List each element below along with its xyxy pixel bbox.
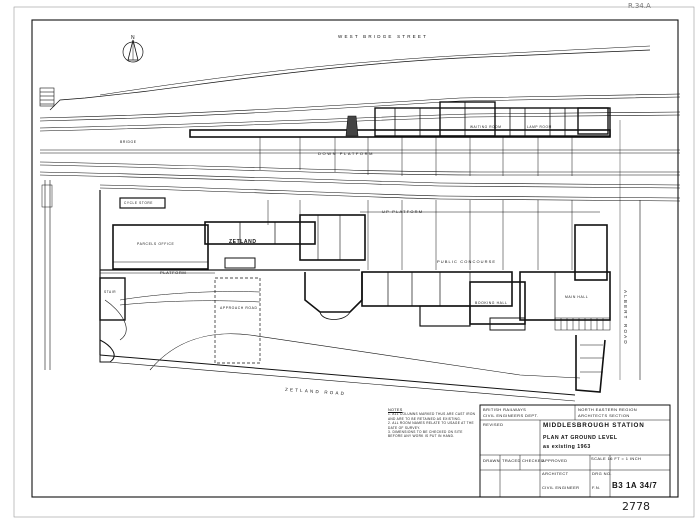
label-parcels-office: PARCELS OFFICE <box>137 242 175 246</box>
label-public-concourse: PUBLIC CONCOURSE <box>437 259 497 264</box>
left-boundary <box>41 180 101 370</box>
notes-item: 3. DIMENSIONS TO BE CHECKED ON SITE BEFO… <box>388 430 463 439</box>
approach-area <box>99 277 261 364</box>
platform-columns <box>259 137 600 270</box>
org-right-2: ARCHITECTS SECTION <box>578 413 630 418</box>
drawing-number: B3 1A 34/7 <box>612 481 658 490</box>
notes-block: NOTES 1. ALL COLUMNS MARKED THUS ARE CAS… <box>388 408 478 439</box>
plan-date: as existing 1963 <box>543 444 591 450</box>
scale-label: SCALE 16 FT = 1 INCH <box>591 456 642 461</box>
railway-tracks <box>39 93 681 202</box>
label-booking-hall: BOOKING HALL <box>475 301 508 305</box>
checked-label: CHECKED <box>522 458 545 463</box>
notes-heading: NOTES <box>388 408 403 412</box>
handwritten-sheet-number: 2778 <box>622 500 650 513</box>
title-block: BRITISH RAILWAYS CIVIL ENGINEERS DEPT. N… <box>480 405 670 497</box>
org-left-2: CIVIL ENGINEERS DEPT. <box>483 413 539 418</box>
notes-item: 1. ALL COLUMNS MARKED THUS ARE CAST IRON… <box>388 412 476 421</box>
label-waiting-room: WAITING ROOM <box>470 125 502 129</box>
label-platform: PLATFORM <box>160 270 187 275</box>
zetland-road <box>99 291 581 402</box>
sheet-border <box>13 6 695 518</box>
civil-engineer-label: CIVIL ENGINEER <box>542 485 580 490</box>
title-block-frame <box>479 404 671 498</box>
label-zetland: ZETLAND <box>229 239 257 245</box>
drawing-frame <box>31 19 679 498</box>
label-bridge: BRIDGE <box>120 140 137 144</box>
station-name: MIDDLESBROUGH STATION <box>543 422 645 429</box>
up-platform-west-wing <box>112 214 366 270</box>
label-down-platform: DOWN PLATFORM <box>318 151 375 156</box>
cycle-store-building <box>119 197 166 209</box>
down-platform-building <box>189 101 611 138</box>
traced-label: TRACED <box>502 458 521 463</box>
label-approach-road: APPROACH ROAD <box>220 306 258 310</box>
stairs-concourse <box>554 317 611 331</box>
handwritten-reference: R.34.A <box>628 2 651 10</box>
stair-top-left <box>39 87 55 107</box>
org-right-1: NORTH EASTERN REGION <box>578 407 638 412</box>
org-left-1: BRITISH RAILWAYS <box>483 407 527 412</box>
architect-label: ARCHITECT <box>542 471 569 476</box>
label-stair: STAIR <box>104 290 117 294</box>
boundary-line-top-2 <box>99 45 651 96</box>
label-main-hall: MAIN HALL <box>565 295 589 299</box>
revised-label: REVISED <box>483 422 504 427</box>
boundary-line-top <box>49 49 651 111</box>
plan-title: PLAN AT GROUND LEVEL <box>543 435 618 441</box>
drg-prefix: DRG NO. <box>592 471 612 476</box>
label-cycle-store: CYCLE STORE <box>124 201 154 205</box>
approved-label: APPROVED <box>542 458 568 463</box>
main-station-block <box>304 224 611 331</box>
label-up-platform: UP PLATFORM <box>382 209 424 214</box>
notes-item: 2. ALL ROOM NAMES RELATE TO USAGE AT THE… <box>388 421 474 430</box>
file-number: F.N. <box>592 485 601 490</box>
drawn-label: DRAWN <box>483 458 500 463</box>
north-arrow-icon <box>122 39 144 63</box>
north-label: N <box>131 35 136 41</box>
street-label-right: ALBERT ROAD <box>623 290 628 346</box>
street-label-top: WEST BRIDGE STREET <box>338 34 429 39</box>
east-annex <box>575 335 606 393</box>
label-lamp-room: LAMP ROOM <box>527 125 552 129</box>
